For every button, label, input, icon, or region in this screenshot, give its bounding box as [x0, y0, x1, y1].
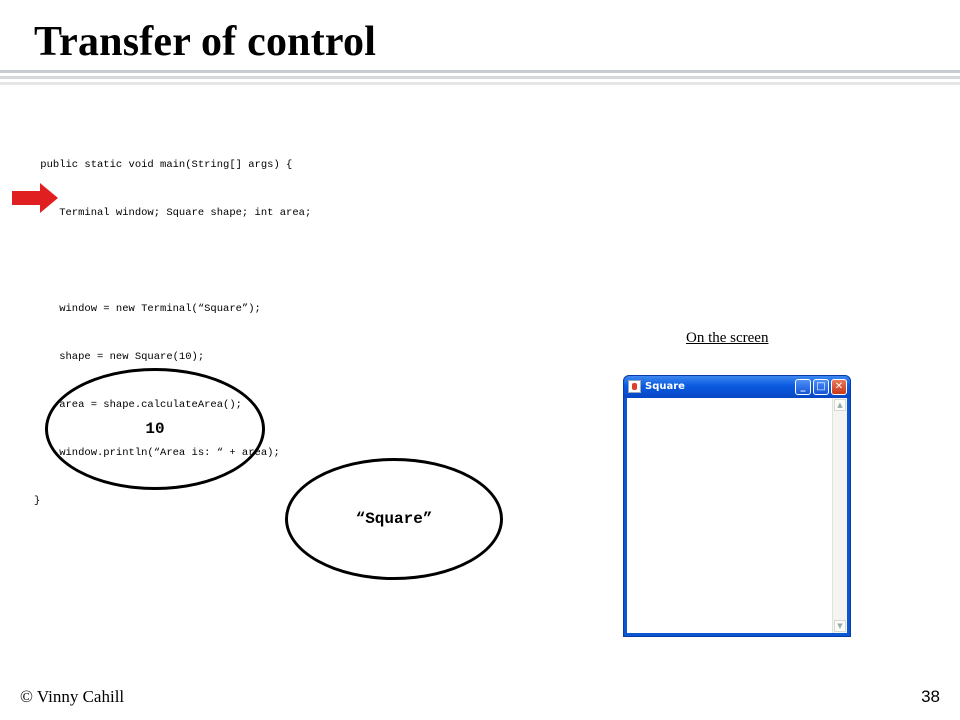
terminal-object-value: “Square”	[355, 510, 433, 528]
code-line	[34, 253, 311, 269]
screen-label: On the screen	[686, 330, 769, 346]
terminal-window: Square _ □ ✕ ▲ ▼	[623, 375, 851, 637]
scroll-down-icon[interactable]: ▼	[834, 620, 846, 632]
rule-bar	[0, 76, 960, 79]
minimize-button[interactable]: _	[795, 379, 811, 395]
code-line: }	[34, 495, 41, 507]
code-line: Terminal window; Square shape; int area;	[34, 207, 312, 219]
maximize-button[interactable]: □	[813, 379, 829, 395]
window-titlebar[interactable]: Square _ □ ✕	[624, 376, 850, 398]
rule-bar	[0, 82, 960, 85]
scroll-up-icon[interactable]: ▲	[834, 399, 846, 411]
square-object-value: 10	[145, 420, 165, 438]
page-number: 38	[921, 687, 940, 706]
rule-bar	[0, 70, 960, 73]
slide-title: Transfer of control	[34, 19, 377, 65]
code-line: window = new Terminal(“Square”);	[34, 303, 261, 315]
window-title: Square	[645, 381, 685, 392]
java-app-icon	[628, 380, 641, 393]
square-object-ellipse: 10	[45, 368, 265, 490]
terminal-object-ellipse: “Square”	[285, 458, 503, 580]
code-line: public static void main(String[] args) {	[34, 159, 293, 171]
window-content-area[interactable]: ▲ ▼	[627, 398, 847, 633]
copyright-footer: © Vinny Cahill	[20, 687, 125, 706]
red-arrow-icon	[12, 183, 58, 213]
vertical-scrollbar[interactable]: ▲ ▼	[832, 398, 847, 633]
close-button[interactable]: ✕	[831, 379, 847, 395]
code-line-current: shape = new Square(10);	[34, 351, 205, 363]
